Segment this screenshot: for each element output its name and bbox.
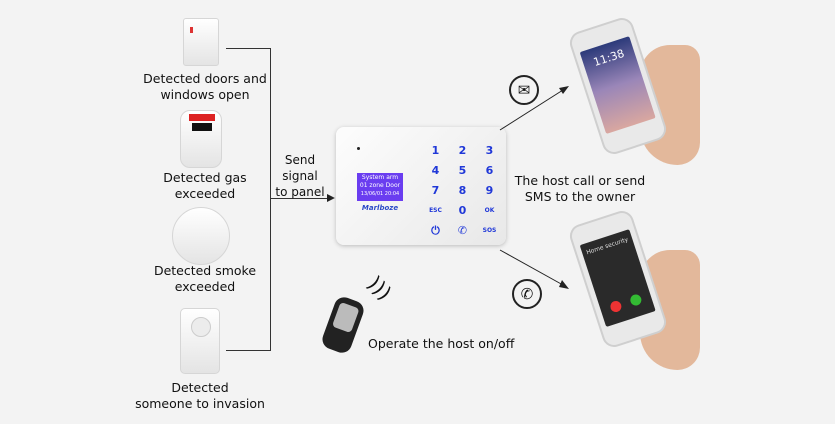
key-sos[interactable]: SOS: [482, 227, 497, 234]
key-phone-icon[interactable]: ✆: [457, 224, 468, 237]
connector-door: [226, 48, 270, 49]
key-0[interactable]: 0: [458, 204, 467, 217]
key-1[interactable]: 1: [431, 144, 440, 157]
call-arrow-line: [499, 249, 564, 286]
keypad: 1 2 3 4 5 6 7 8 9 ESC 0 OK ⏻ ✆ SOS: [422, 141, 503, 241]
call-arrow-head: [559, 280, 569, 289]
key-esc[interactable]: ESC: [429, 207, 442, 214]
smoke-detector-icon: [172, 207, 230, 265]
phone-arrows: [499, 86, 569, 289]
door-sensor-icon: [183, 18, 219, 66]
signal-arrow: [270, 198, 328, 199]
wireless-signal-icon: ))): [362, 271, 397, 305]
caller-name: Home security: [585, 236, 630, 257]
phone-call-icon: ✆: [512, 279, 542, 309]
key-lock-icon[interactable]: ⏻: [431, 224, 440, 237]
key-7[interactable]: 7: [431, 184, 440, 197]
key-9[interactable]: 9: [485, 184, 494, 197]
gas-detector-icon: [180, 110, 222, 168]
sms-arrow-head: [559, 86, 569, 94]
key-5[interactable]: 5: [458, 164, 467, 177]
arrow-head: [327, 194, 335, 202]
connector-pir: [226, 350, 270, 351]
accept-button[interactable]: [628, 293, 643, 307]
key-4[interactable]: 4: [431, 164, 440, 177]
remote-label: Operate the host on/off: [368, 336, 515, 351]
pir-sensor-icon: [180, 308, 220, 374]
key-3[interactable]: 3: [485, 144, 494, 157]
key-6[interactable]: 6: [485, 164, 494, 177]
panel-brand: Marlboze: [361, 204, 399, 212]
lock-time: 11:38: [579, 36, 656, 134]
sms-arrow-line: [499, 89, 564, 131]
remote-control-icon: [319, 294, 367, 356]
key-2[interactable]: 2: [458, 144, 467, 157]
decline-button[interactable]: [608, 299, 623, 314]
key-ok[interactable]: OK: [484, 207, 495, 214]
key-8[interactable]: 8: [458, 184, 467, 197]
connector-bus: [270, 48, 271, 351]
envelope-icon: ✉: [509, 75, 539, 105]
